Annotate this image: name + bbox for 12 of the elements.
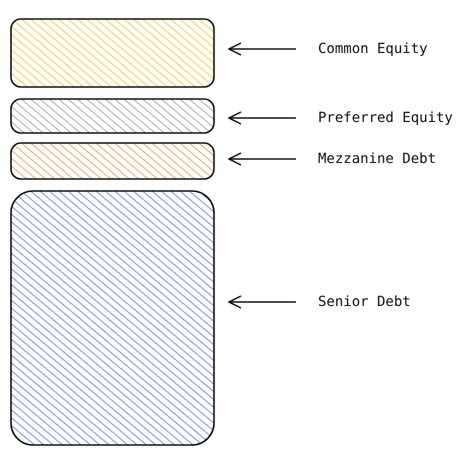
hatched-box [10,98,215,134]
arrow [228,152,296,166]
tier-label: Mezzanine Debt [318,149,436,169]
hatched-box [10,190,215,446]
hatched-box [10,18,215,88]
tier-label: Common Equity [318,39,428,59]
hatched-box [10,142,215,180]
arrow [228,111,296,125]
arrow [228,42,296,56]
tier-label: Senior Debt [318,292,411,312]
tier-label: Preferred Equity [318,108,453,128]
arrow [228,295,296,309]
